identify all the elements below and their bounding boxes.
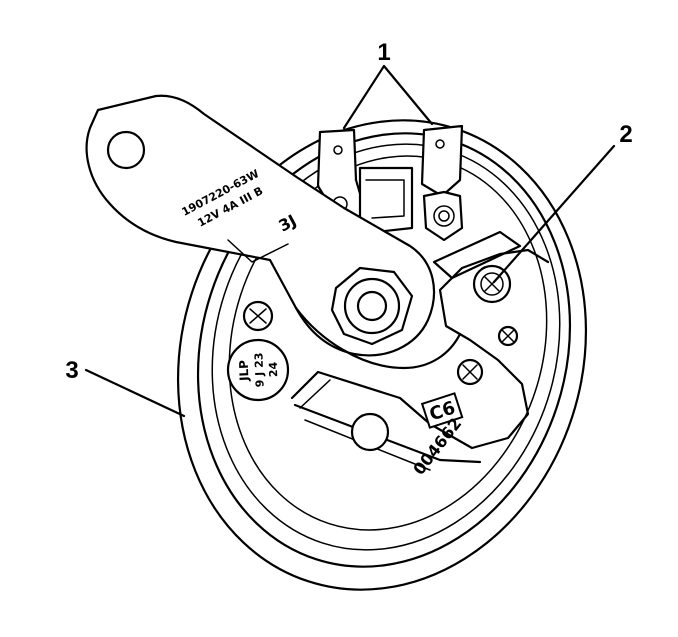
screw-upper-left-icon xyxy=(242,300,274,332)
callout-3: 3 xyxy=(65,357,186,418)
callout-1-label: 1 xyxy=(377,39,390,66)
callout-1: 1 xyxy=(342,39,434,130)
date-code-disc: JLP 9 J 23 24 xyxy=(226,338,290,402)
callout-3-label: 3 xyxy=(65,357,78,384)
terminal-right xyxy=(420,124,464,242)
center-nut-icon xyxy=(330,266,414,346)
callout-2: 2 xyxy=(492,121,633,284)
disc-line-1: JLP xyxy=(237,360,252,383)
disc-line-3: 24 xyxy=(267,361,281,377)
plug-hole-icon xyxy=(350,412,390,452)
terminal-center-connector xyxy=(358,166,414,234)
screw-lower-icon xyxy=(456,358,484,386)
disc-line-2: 9 J 23 xyxy=(252,352,266,387)
screw-right-small-icon xyxy=(497,325,519,347)
callout-2-label: 2 xyxy=(619,121,632,148)
